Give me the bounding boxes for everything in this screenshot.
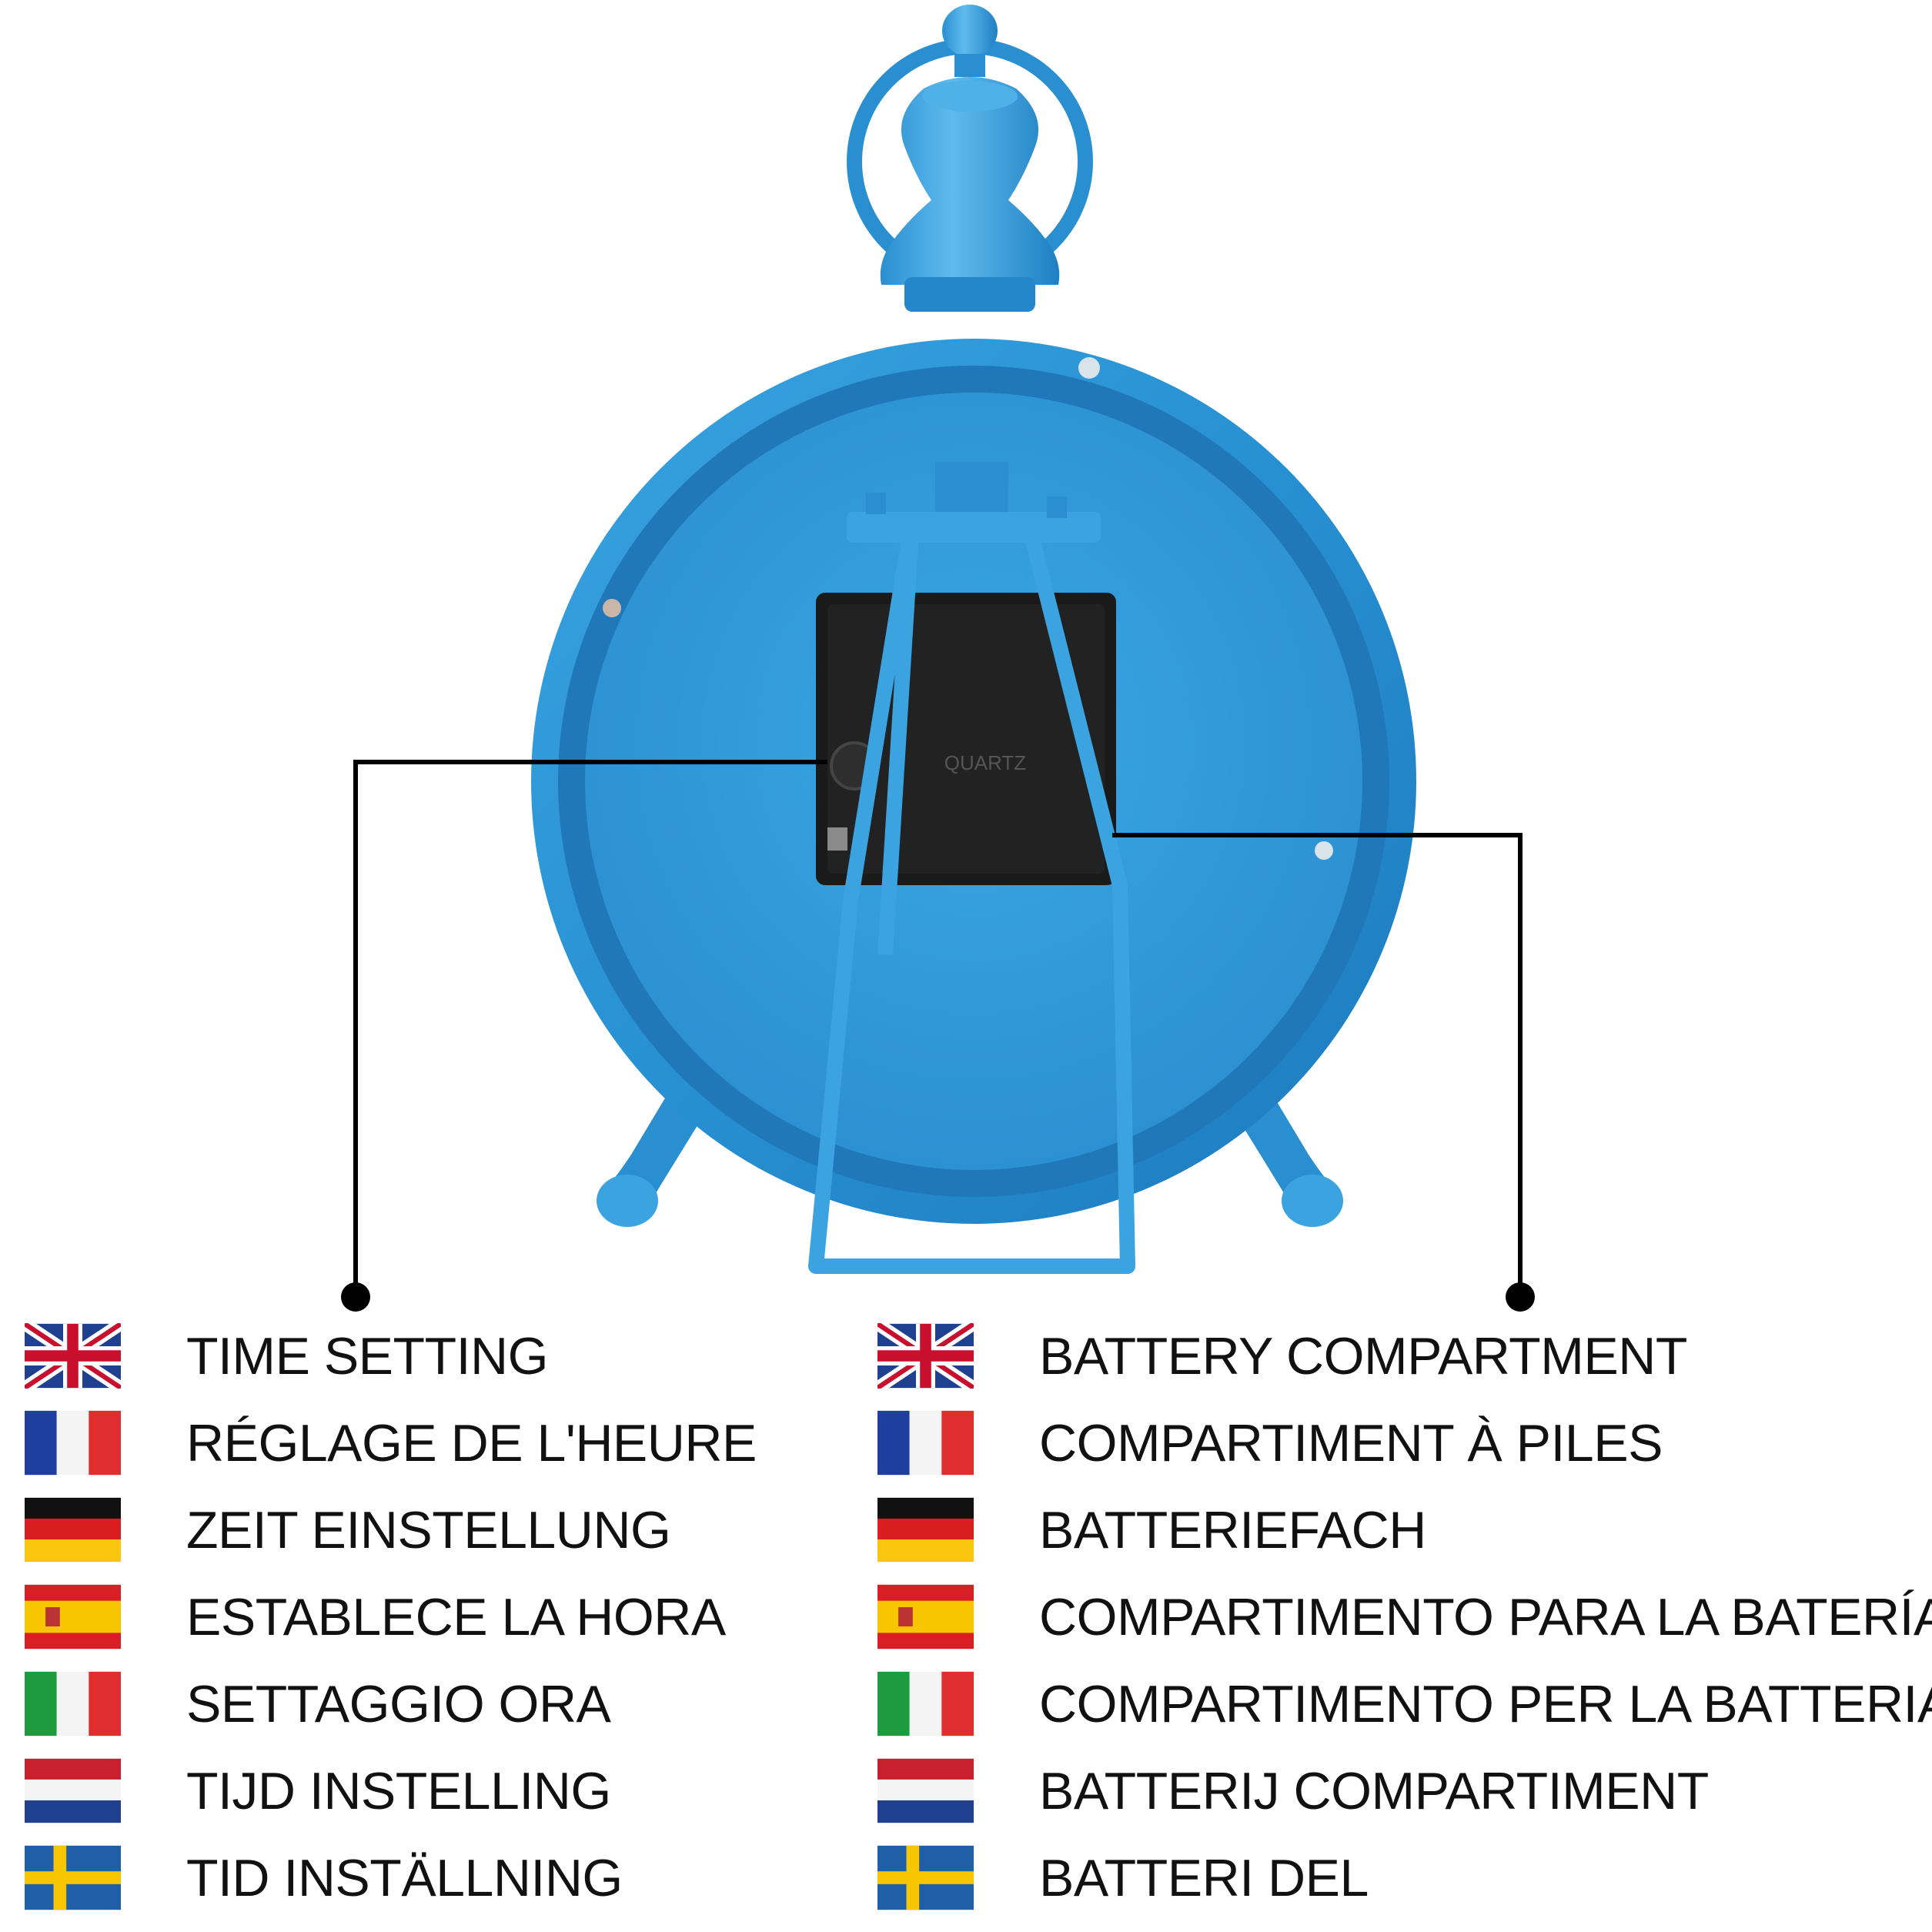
flag-netherlands-icon: [25, 1758, 121, 1823]
legend-label-it: SETTAGGIO ORA: [186, 1674, 611, 1733]
legend-label-de: BATTERIEFACH: [1039, 1500, 1426, 1559]
legend-label-fr: COMPARTIMENT À PILES: [1039, 1413, 1663, 1472]
legend-label-en: BATTERY COMPARTMENT: [1039, 1326, 1687, 1385]
legend-label-sv: TID INSTÄLLNING: [186, 1848, 623, 1907]
legend-label-en: TIME SETTING: [186, 1326, 549, 1385]
legend-label-de: ZEIT EINSTELLUNG: [186, 1500, 671, 1559]
legend-row: ZEIT EINSTELLUNG: [25, 1486, 757, 1573]
legend-label-es: COMPARTIMENTO PARA LA BATERÍA: [1039, 1587, 1932, 1646]
legend-row: COMPARTIMENTO PER LA BATTERIA: [877, 1660, 1932, 1747]
flag-uk-icon: [25, 1323, 121, 1389]
legend-row: SETTAGGIO ORA: [25, 1660, 757, 1747]
flag-netherlands-icon: [877, 1758, 974, 1823]
flag-france-icon: [25, 1410, 121, 1476]
legend-label-es: ESTABLECE LA HORA: [186, 1587, 726, 1646]
legend-row: BATTERIJ COMPARTIMENT: [877, 1747, 1932, 1834]
flag-uk-icon: [877, 1323, 974, 1389]
flag-spain-icon: [877, 1584, 974, 1650]
legend-row: COMPARTIMENTO PARA LA BATERÍA: [877, 1573, 1932, 1660]
legend-row: TID INSTÄLLNING: [25, 1834, 757, 1921]
flag-spain-icon: [25, 1584, 121, 1650]
battery-compartment-legend: BATTERY COMPARTMENT COMPARTIMENT À PILES…: [877, 1312, 1932, 1921]
legend-label-nl: BATTERIJ COMPARTIMENT: [1039, 1761, 1709, 1820]
legend-label-it: COMPARTIMENTO PER LA BATTERIA: [1039, 1674, 1932, 1733]
flag-italy-icon: [25, 1671, 121, 1736]
flag-france-icon: [877, 1410, 974, 1476]
legend-row: COMPARTIMENT À PILES: [877, 1399, 1932, 1486]
legend-row: BATTERIEFACH: [877, 1486, 1932, 1573]
finial-top: [942, 5, 998, 57]
legend-row: TIJD INSTELLING: [25, 1747, 757, 1834]
flag-sweden-icon: [25, 1845, 121, 1910]
callout-line-battery: [1112, 833, 1523, 1297]
legend-label-nl: TIJD INSTELLING: [186, 1761, 611, 1820]
flag-italy-icon: [877, 1671, 974, 1736]
finial-body: [880, 77, 1060, 285]
flag-sweden-icon: [877, 1845, 974, 1910]
flag-germany-icon: [25, 1497, 121, 1563]
legend-row: TIME SETTING: [25, 1312, 757, 1399]
legend-row: BATTERY COMPARTMENT: [877, 1312, 1932, 1399]
legend-label-sv: BATTERI DEL: [1039, 1848, 1369, 1907]
legend-label-fr: RÉGLAGE DE L'HEURE: [186, 1413, 757, 1472]
movement-label: QUARTZ: [944, 751, 1027, 774]
legend-row: ESTABLECE LA HORA: [25, 1573, 757, 1660]
callout-dot-time-setting: [341, 1282, 370, 1312]
legend-row: BATTERI DEL: [877, 1834, 1932, 1921]
callout-line-time-setting: [353, 760, 827, 1297]
wire-stand: [808, 517, 1135, 1274]
flag-germany-icon: [877, 1497, 974, 1563]
time-setting-legend: TIME SETTING RÉGLAGE DE L'HEURE ZEIT EIN…: [25, 1312, 757, 1921]
callout-dot-battery: [1506, 1282, 1535, 1312]
legend-row: RÉGLAGE DE L'HEURE: [25, 1399, 757, 1486]
